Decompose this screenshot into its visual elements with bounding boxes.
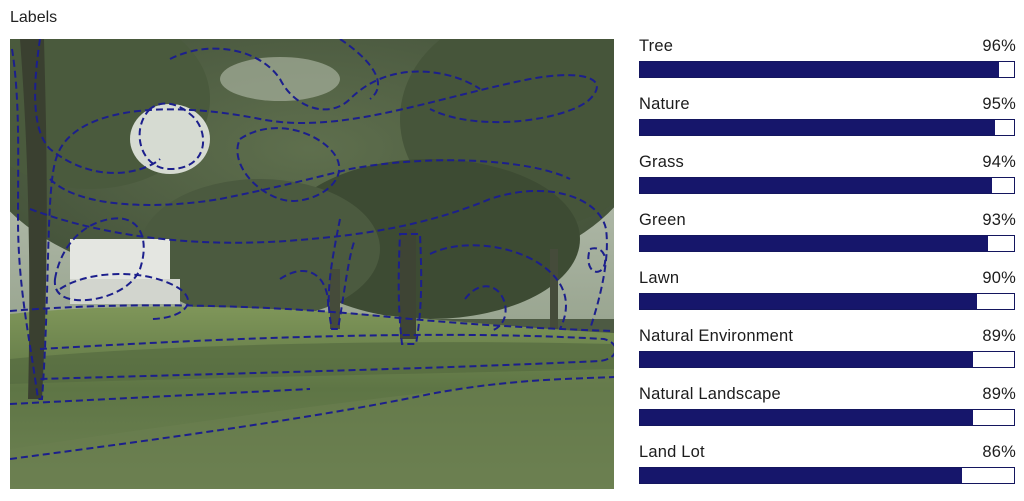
labels-list: Tree 96% Nature 95% Grass 94% Green 93% … <box>639 37 1017 501</box>
confidence-bar <box>639 235 1015 252</box>
label-name: Land Lot <box>639 443 705 461</box>
confidence-bar <box>639 467 1015 484</box>
label-row-nature: Nature 95% <box>639 95 1017 153</box>
label-row-natural-environment: Natural Environment 89% <box>639 327 1017 385</box>
label-score: 96% <box>982 37 1016 55</box>
label-score: 94% <box>982 153 1016 171</box>
label-name: Nature <box>639 95 690 113</box>
label-name: Lawn <box>639 269 680 287</box>
confidence-bar <box>639 119 1015 136</box>
label-row-natural-landscape: Natural Landscape 89% <box>639 385 1017 443</box>
confidence-bar-fill <box>640 294 977 309</box>
label-name: Grass <box>639 153 685 171</box>
label-row-land-lot: Land Lot 86% <box>639 443 1017 501</box>
confidence-bar <box>639 409 1015 426</box>
region-outlines <box>10 39 614 460</box>
confidence-bar <box>639 177 1015 194</box>
label-row-grass: Grass 94% <box>639 153 1017 211</box>
confidence-bar <box>639 61 1015 78</box>
park-scene-photo <box>10 39 614 489</box>
label-score: 89% <box>982 327 1016 345</box>
label-name: Tree <box>639 37 674 55</box>
confidence-bar-fill <box>640 236 988 251</box>
confidence-bar <box>639 351 1015 368</box>
confidence-bar-fill <box>640 120 996 135</box>
labels-heading: Labels <box>10 9 58 26</box>
label-row-green: Green 93% <box>639 211 1017 269</box>
label-name: Green <box>639 211 686 229</box>
label-row-lawn: Lawn 90% <box>639 269 1017 327</box>
confidence-bar <box>639 293 1015 310</box>
label-score: 89% <box>982 385 1016 403</box>
scene-image <box>10 39 614 489</box>
confidence-bar-fill <box>640 352 973 367</box>
label-name: Natural Environment <box>639 327 794 345</box>
confidence-bar-fill <box>640 468 962 483</box>
label-score: 93% <box>982 211 1016 229</box>
confidence-bar-fill <box>640 178 992 193</box>
label-row-tree: Tree 96% <box>639 37 1017 95</box>
confidence-bar-fill <box>640 410 973 425</box>
label-score: 86% <box>982 443 1016 461</box>
label-score: 90% <box>982 269 1016 287</box>
confidence-bar-fill <box>640 62 1000 77</box>
label-score: 95% <box>982 95 1016 113</box>
label-name: Natural Landscape <box>639 385 781 403</box>
